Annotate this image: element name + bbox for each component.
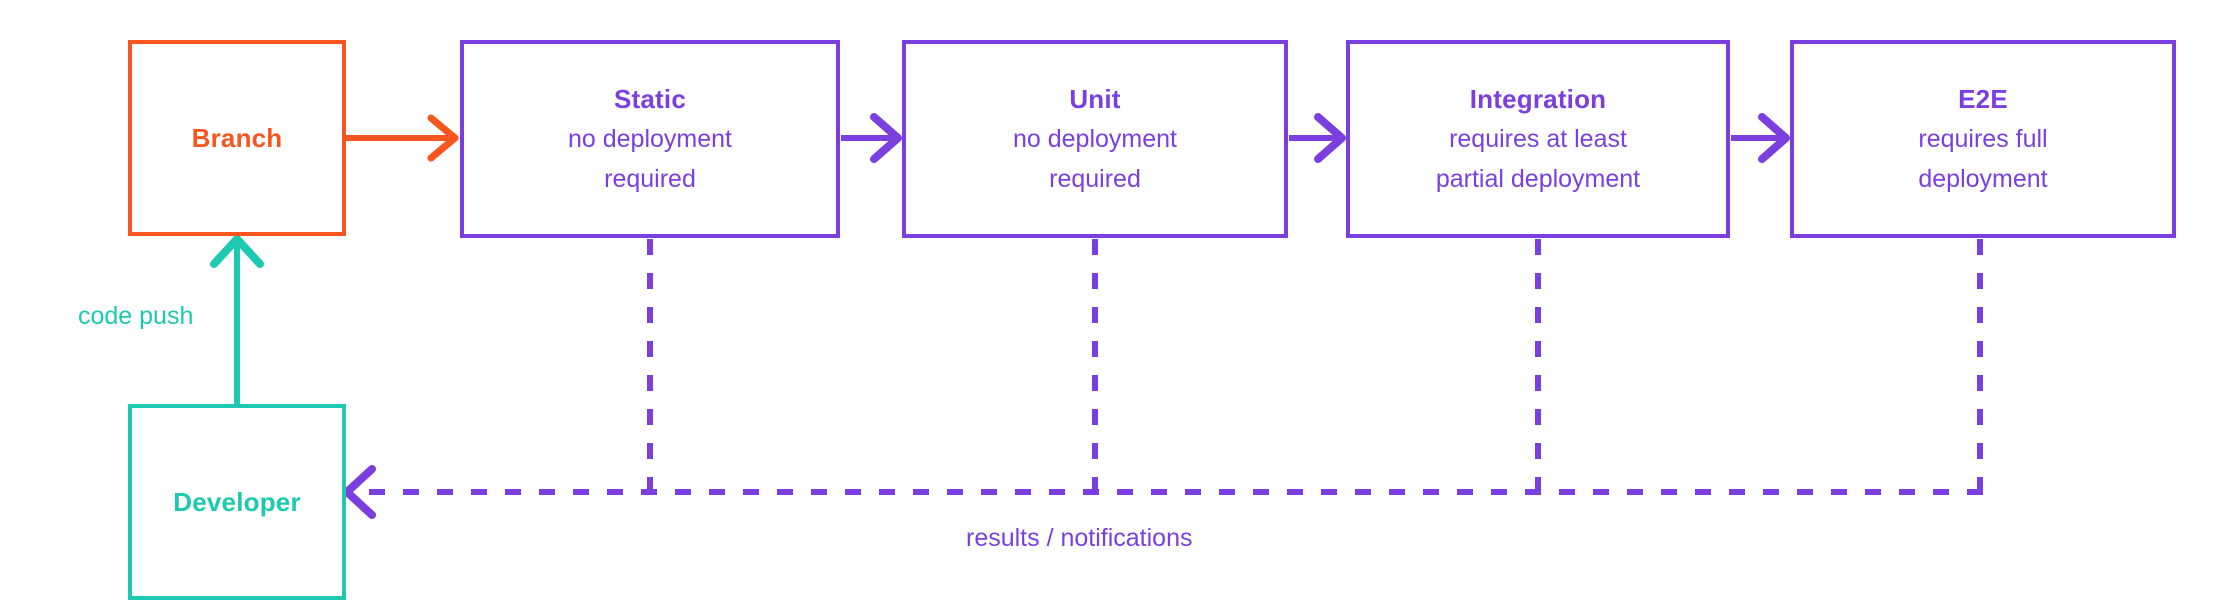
edge-results-to-developer [343,465,1983,519]
node-static[interactable]: Static no deployment required [460,40,840,238]
node-static-title: Static [613,84,686,114]
node-integration[interactable]: Integration requires at least partial de… [1346,40,1730,238]
edge-integration-to-e2e [1731,113,1790,163]
node-integration-subtitle-1: requires at least [1449,125,1627,153]
node-integration-title: Integration [1469,84,1607,114]
edge-developer-to-branch [210,235,264,404]
node-unit[interactable]: Unit no deployment required [902,40,1288,238]
node-e2e[interactable]: E2E requires full deployment [1790,40,2176,238]
node-unit-subtitle-1: no deployment [1012,125,1177,153]
node-e2e-subtitle-1: requires full [1918,125,2048,153]
node-e2e-title: E2E [1958,84,2008,114]
node-developer-title: Developer [173,487,301,517]
edge-static-to-unit [841,113,902,163]
node-e2e-subtitle-2: deployment [1918,165,2048,193]
node-branch-title: Branch [191,123,283,153]
node-unit-title: Unit [1069,84,1121,114]
node-static-subtitle-2: required [604,165,696,193]
edge-label-code-push: code push [78,302,194,330]
edge-unit-to-integration [1289,113,1346,163]
node-static-subtitle-1: no deployment [567,125,732,153]
node-integration-subtitle-2: partial deployment [1435,165,1641,193]
node-developer[interactable]: Developer [128,404,346,600]
edge-branch-to-static [346,114,459,162]
node-unit-subtitle-2: required [1049,165,1141,193]
node-branch[interactable]: Branch [128,40,346,236]
edge-label-results-notifications: results / notifications [966,524,1193,552]
